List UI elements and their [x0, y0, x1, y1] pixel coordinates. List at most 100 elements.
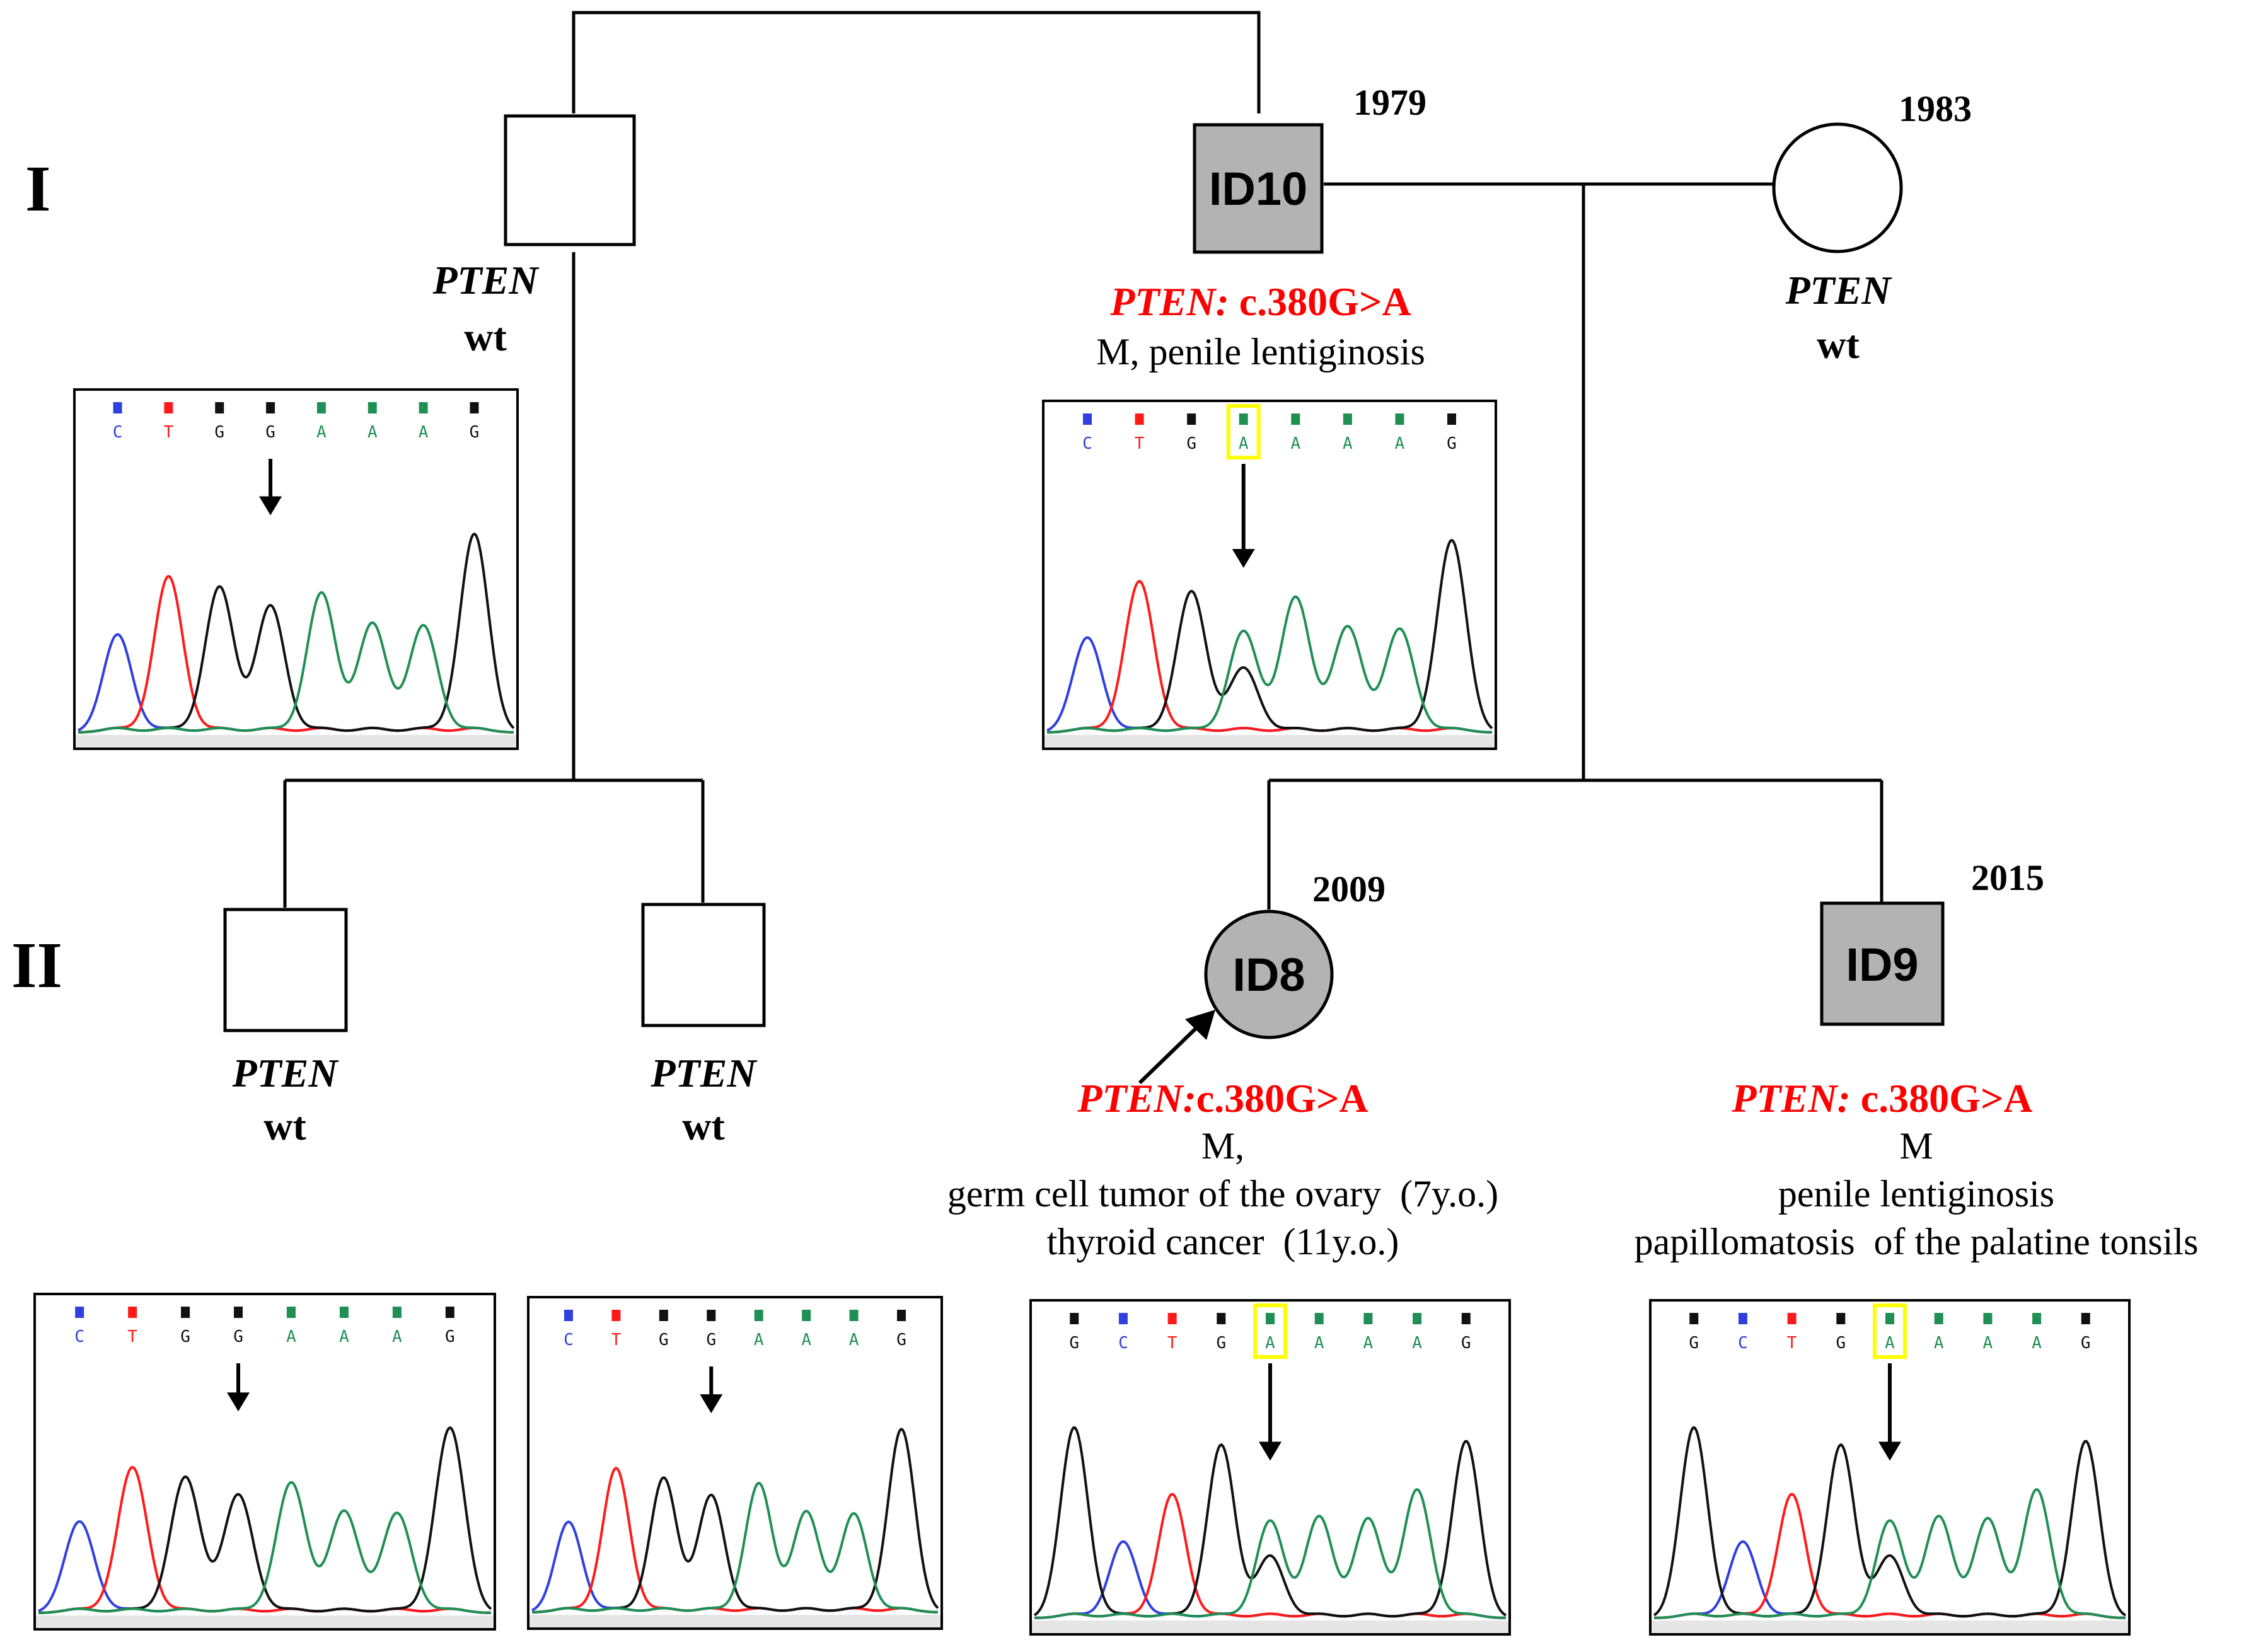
- trace-T: [532, 1467, 938, 1614]
- base-call-3: G: [659, 1331, 669, 1349]
- id9-symbol: [1820, 901, 1945, 1026]
- gen1-female-right-symbol: [1772, 122, 1903, 253]
- gen2-male-2-gene: PTEN: [650, 1051, 758, 1095]
- base-quality-marker: [181, 1307, 190, 1318]
- base-call-6: A: [1343, 434, 1353, 453]
- base-quality-marker: [215, 402, 224, 413]
- base-quality-marker: [316, 402, 326, 413]
- gen1-female-year: 1983: [1899, 88, 1972, 129]
- base-quality-marker: [1738, 1313, 1747, 1324]
- base-call-7: A: [392, 1327, 402, 1346]
- trace-T: [78, 575, 514, 734]
- gen1-female-status: wt: [1817, 322, 1860, 367]
- trace-A: [1046, 595, 1493, 734]
- base-call-4: G: [706, 1331, 716, 1349]
- base-call-7: A: [419, 423, 429, 442]
- base-call-5: A: [754, 1331, 764, 1349]
- base-quality-marker: [1187, 413, 1196, 425]
- chromatogram-baseline-band: [36, 1615, 494, 1628]
- variant-highlight-box: [1253, 1303, 1287, 1359]
- base-quality-marker: [1689, 1313, 1699, 1324]
- base-quality-marker: [1413, 1313, 1422, 1324]
- chromatogram-frame: [73, 388, 519, 750]
- trace-A: [78, 591, 514, 734]
- base-quality-marker: [1167, 1313, 1177, 1324]
- trace-A: [532, 1481, 938, 1614]
- base-quality-marker: [1983, 1313, 1993, 1324]
- base-call-9: G: [1461, 1334, 1471, 1353]
- id8-phenotype-line-2: germ cell tumor of the ovary (7y.o.): [947, 1173, 1498, 1215]
- base-quality-marker: [164, 402, 173, 413]
- base-quality-marker: [1395, 413, 1404, 425]
- base-call-8: G: [470, 423, 480, 442]
- base-call-5: A: [1885, 1334, 1895, 1353]
- base-quality-marker: [1447, 413, 1456, 425]
- generation-label-II: II: [11, 929, 62, 1002]
- base-quality-marker: [659, 1310, 668, 1321]
- id8-phenotype-line-1: M,: [1201, 1125, 1244, 1167]
- trace-T: [1046, 579, 1493, 734]
- id10-phenotype: M, penile lentiginosis: [1096, 331, 1425, 373]
- base-quality-marker: [367, 402, 377, 413]
- base-call-6: A: [1934, 1334, 1944, 1353]
- base-call-1: G: [1069, 1334, 1079, 1353]
- chromatogram-baseline-band: [1044, 735, 1495, 748]
- base-quality-marker: [1343, 413, 1352, 425]
- pedigree-lines: [283, 11, 1884, 910]
- trace-G: [1653, 1426, 2127, 1618]
- base-call-3: G: [180, 1327, 190, 1346]
- base-call-6: A: [801, 1331, 811, 1349]
- base-call-8: A: [2032, 1334, 2042, 1353]
- gen1-left-status: wt: [464, 315, 507, 359]
- base-call-5: A: [1290, 434, 1300, 453]
- id9-year: 2015: [1971, 857, 2044, 898]
- base-call-8: A: [1412, 1334, 1422, 1353]
- base-call-9: G: [2081, 1334, 2091, 1353]
- base-quality-marker: [392, 1307, 402, 1318]
- base-call-2: C: [1738, 1334, 1748, 1353]
- id9-phenotype-line-1: M: [1899, 1125, 1933, 1167]
- base-call-2: T: [127, 1327, 137, 1346]
- base-call-1: C: [1082, 434, 1092, 453]
- base-quality-marker: [234, 1307, 243, 1318]
- id9-phenotype-line-2: penile lentiginosis: [1778, 1173, 2054, 1215]
- base-call-3: G: [214, 423, 224, 442]
- base-quality-marker: [128, 1307, 137, 1318]
- base-quality-marker: [113, 402, 122, 413]
- base-call-5: A: [316, 423, 327, 442]
- base-call-7: A: [1363, 1334, 1374, 1353]
- base-quality-marker: [897, 1310, 906, 1321]
- base-call-2: T: [611, 1331, 622, 1349]
- chromatogram-baseline-band: [529, 1615, 940, 1627]
- base-call-2: T: [164, 423, 174, 442]
- base-quality-marker: [1118, 1313, 1128, 1324]
- chromatogram-frame: [1042, 400, 1497, 750]
- base-call-1: C: [74, 1327, 84, 1346]
- base-quality-marker: [1239, 413, 1248, 425]
- variant-arrowhead: [259, 496, 282, 516]
- base-quality-marker: [286, 1307, 296, 1318]
- base-quality-marker: [1836, 1313, 1846, 1324]
- id8-symbol: [1204, 910, 1334, 1039]
- base-quality-marker: [470, 402, 479, 413]
- base-call-6: A: [1314, 1334, 1324, 1353]
- base-call-8: G: [1447, 434, 1457, 453]
- base-call-3: T: [1787, 1334, 1797, 1353]
- base-call-7: A: [849, 1331, 859, 1349]
- base-quality-marker: [1070, 1313, 1079, 1324]
- id10-variant: PTEN: c.380G>A: [1109, 279, 1411, 324]
- base-call-4: G: [1836, 1334, 1846, 1353]
- variant-arrowhead: [700, 1394, 723, 1414]
- gen2-male-1-status: wt: [263, 1104, 306, 1148]
- base-call-1: C: [564, 1331, 574, 1349]
- base-quality-marker: [707, 1310, 716, 1321]
- base-call-4: G: [1216, 1334, 1226, 1353]
- base-call-7: A: [1395, 434, 1405, 453]
- chromatogram-baseline-band: [1032, 1620, 1508, 1633]
- variant-highlight-box: [1873, 1303, 1907, 1359]
- base-call-4: A: [1239, 434, 1249, 453]
